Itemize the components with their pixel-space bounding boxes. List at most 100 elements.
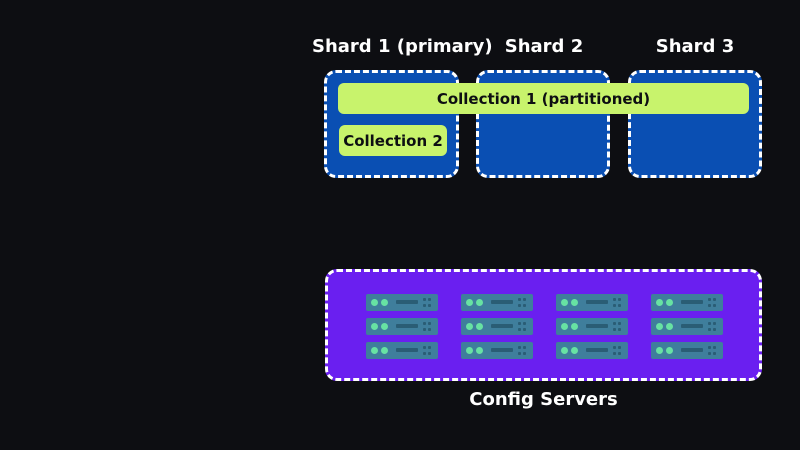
vent-icon bbox=[423, 328, 426, 331]
drive-slot-icon bbox=[681, 348, 703, 352]
status-led-icon bbox=[371, 347, 378, 354]
vent-icon bbox=[423, 346, 426, 349]
vent-icon bbox=[423, 298, 426, 301]
vent-icon bbox=[713, 298, 716, 301]
vent-icon bbox=[518, 352, 521, 355]
vent-icon bbox=[428, 346, 431, 349]
vent-icon bbox=[618, 352, 621, 355]
status-led-icon bbox=[561, 323, 568, 330]
vent-icon bbox=[518, 328, 521, 331]
server-icon bbox=[651, 318, 723, 335]
server-rack bbox=[556, 294, 628, 366]
status-led-icon bbox=[476, 299, 483, 306]
vent-icon bbox=[523, 304, 526, 307]
status-led-icon bbox=[381, 347, 388, 354]
drive-slot-icon bbox=[681, 300, 703, 304]
config-servers-box bbox=[325, 269, 762, 381]
vent-icon bbox=[618, 328, 621, 331]
vent-icon bbox=[708, 346, 711, 349]
drive-slot-icon bbox=[491, 324, 513, 328]
server-rack bbox=[366, 294, 438, 366]
status-led-icon bbox=[656, 323, 663, 330]
status-led-icon bbox=[571, 347, 578, 354]
vent-icon bbox=[613, 304, 616, 307]
vent-icon bbox=[523, 328, 526, 331]
vent-icon bbox=[423, 352, 426, 355]
status-led-icon bbox=[666, 347, 673, 354]
vent-icon bbox=[518, 346, 521, 349]
shard-3-label: Shard 3 bbox=[655, 36, 735, 57]
vent-icon bbox=[518, 298, 521, 301]
vent-icon bbox=[518, 322, 521, 325]
vent-icon bbox=[713, 322, 716, 325]
vent-icon bbox=[708, 352, 711, 355]
collection-1-partitioned: Collection 1 (partitioned) bbox=[338, 83, 749, 114]
status-led-icon bbox=[371, 299, 378, 306]
vent-icon bbox=[523, 322, 526, 325]
vent-icon bbox=[708, 304, 711, 307]
server-icon bbox=[366, 342, 438, 359]
vent-icon bbox=[613, 328, 616, 331]
vent-icon bbox=[708, 328, 711, 331]
status-led-icon bbox=[371, 323, 378, 330]
status-led-icon bbox=[666, 299, 673, 306]
server-icon bbox=[556, 294, 628, 311]
collection-2: Collection 2 bbox=[339, 125, 447, 156]
server-icon bbox=[651, 294, 723, 311]
server-icon bbox=[366, 294, 438, 311]
status-led-icon bbox=[571, 323, 578, 330]
vent-icon bbox=[518, 304, 521, 307]
vent-icon bbox=[523, 352, 526, 355]
drive-slot-icon bbox=[491, 348, 513, 352]
status-led-icon bbox=[571, 299, 578, 306]
vent-icon bbox=[423, 322, 426, 325]
drive-slot-icon bbox=[396, 300, 418, 304]
status-led-icon bbox=[381, 323, 388, 330]
vent-icon bbox=[428, 352, 431, 355]
server-rack bbox=[461, 294, 533, 366]
server-icon bbox=[556, 342, 628, 359]
vent-icon bbox=[613, 346, 616, 349]
status-led-icon bbox=[656, 347, 663, 354]
status-led-icon bbox=[561, 347, 568, 354]
vent-icon bbox=[713, 328, 716, 331]
status-led-icon bbox=[466, 347, 473, 354]
server-icon bbox=[461, 318, 533, 335]
vent-icon bbox=[428, 322, 431, 325]
shard-2-label: Shard 2 bbox=[504, 36, 584, 57]
vent-icon bbox=[618, 304, 621, 307]
vent-icon bbox=[613, 352, 616, 355]
status-led-icon bbox=[381, 299, 388, 306]
vent-icon bbox=[618, 346, 621, 349]
vent-icon bbox=[708, 298, 711, 301]
vent-icon bbox=[523, 298, 526, 301]
drive-slot-icon bbox=[396, 348, 418, 352]
vent-icon bbox=[428, 304, 431, 307]
vent-icon bbox=[613, 322, 616, 325]
server-rack bbox=[651, 294, 723, 366]
drive-slot-icon bbox=[681, 324, 703, 328]
status-led-icon bbox=[656, 299, 663, 306]
shard-1-label: Shard 1 (primary) bbox=[312, 36, 493, 57]
server-icon bbox=[556, 318, 628, 335]
vent-icon bbox=[428, 298, 431, 301]
vent-icon bbox=[428, 328, 431, 331]
server-icon bbox=[366, 318, 438, 335]
vent-icon bbox=[613, 298, 616, 301]
status-led-icon bbox=[476, 347, 483, 354]
status-led-icon bbox=[476, 323, 483, 330]
vent-icon bbox=[713, 346, 716, 349]
vent-icon bbox=[618, 298, 621, 301]
config-servers-label: Config Servers bbox=[469, 389, 618, 410]
vent-icon bbox=[423, 304, 426, 307]
status-led-icon bbox=[466, 299, 473, 306]
status-led-icon bbox=[666, 323, 673, 330]
vent-icon bbox=[713, 352, 716, 355]
status-led-icon bbox=[466, 323, 473, 330]
vent-icon bbox=[713, 304, 716, 307]
server-icon bbox=[461, 342, 533, 359]
drive-slot-icon bbox=[491, 300, 513, 304]
drive-slot-icon bbox=[586, 300, 608, 304]
drive-slot-icon bbox=[586, 348, 608, 352]
vent-icon bbox=[523, 346, 526, 349]
